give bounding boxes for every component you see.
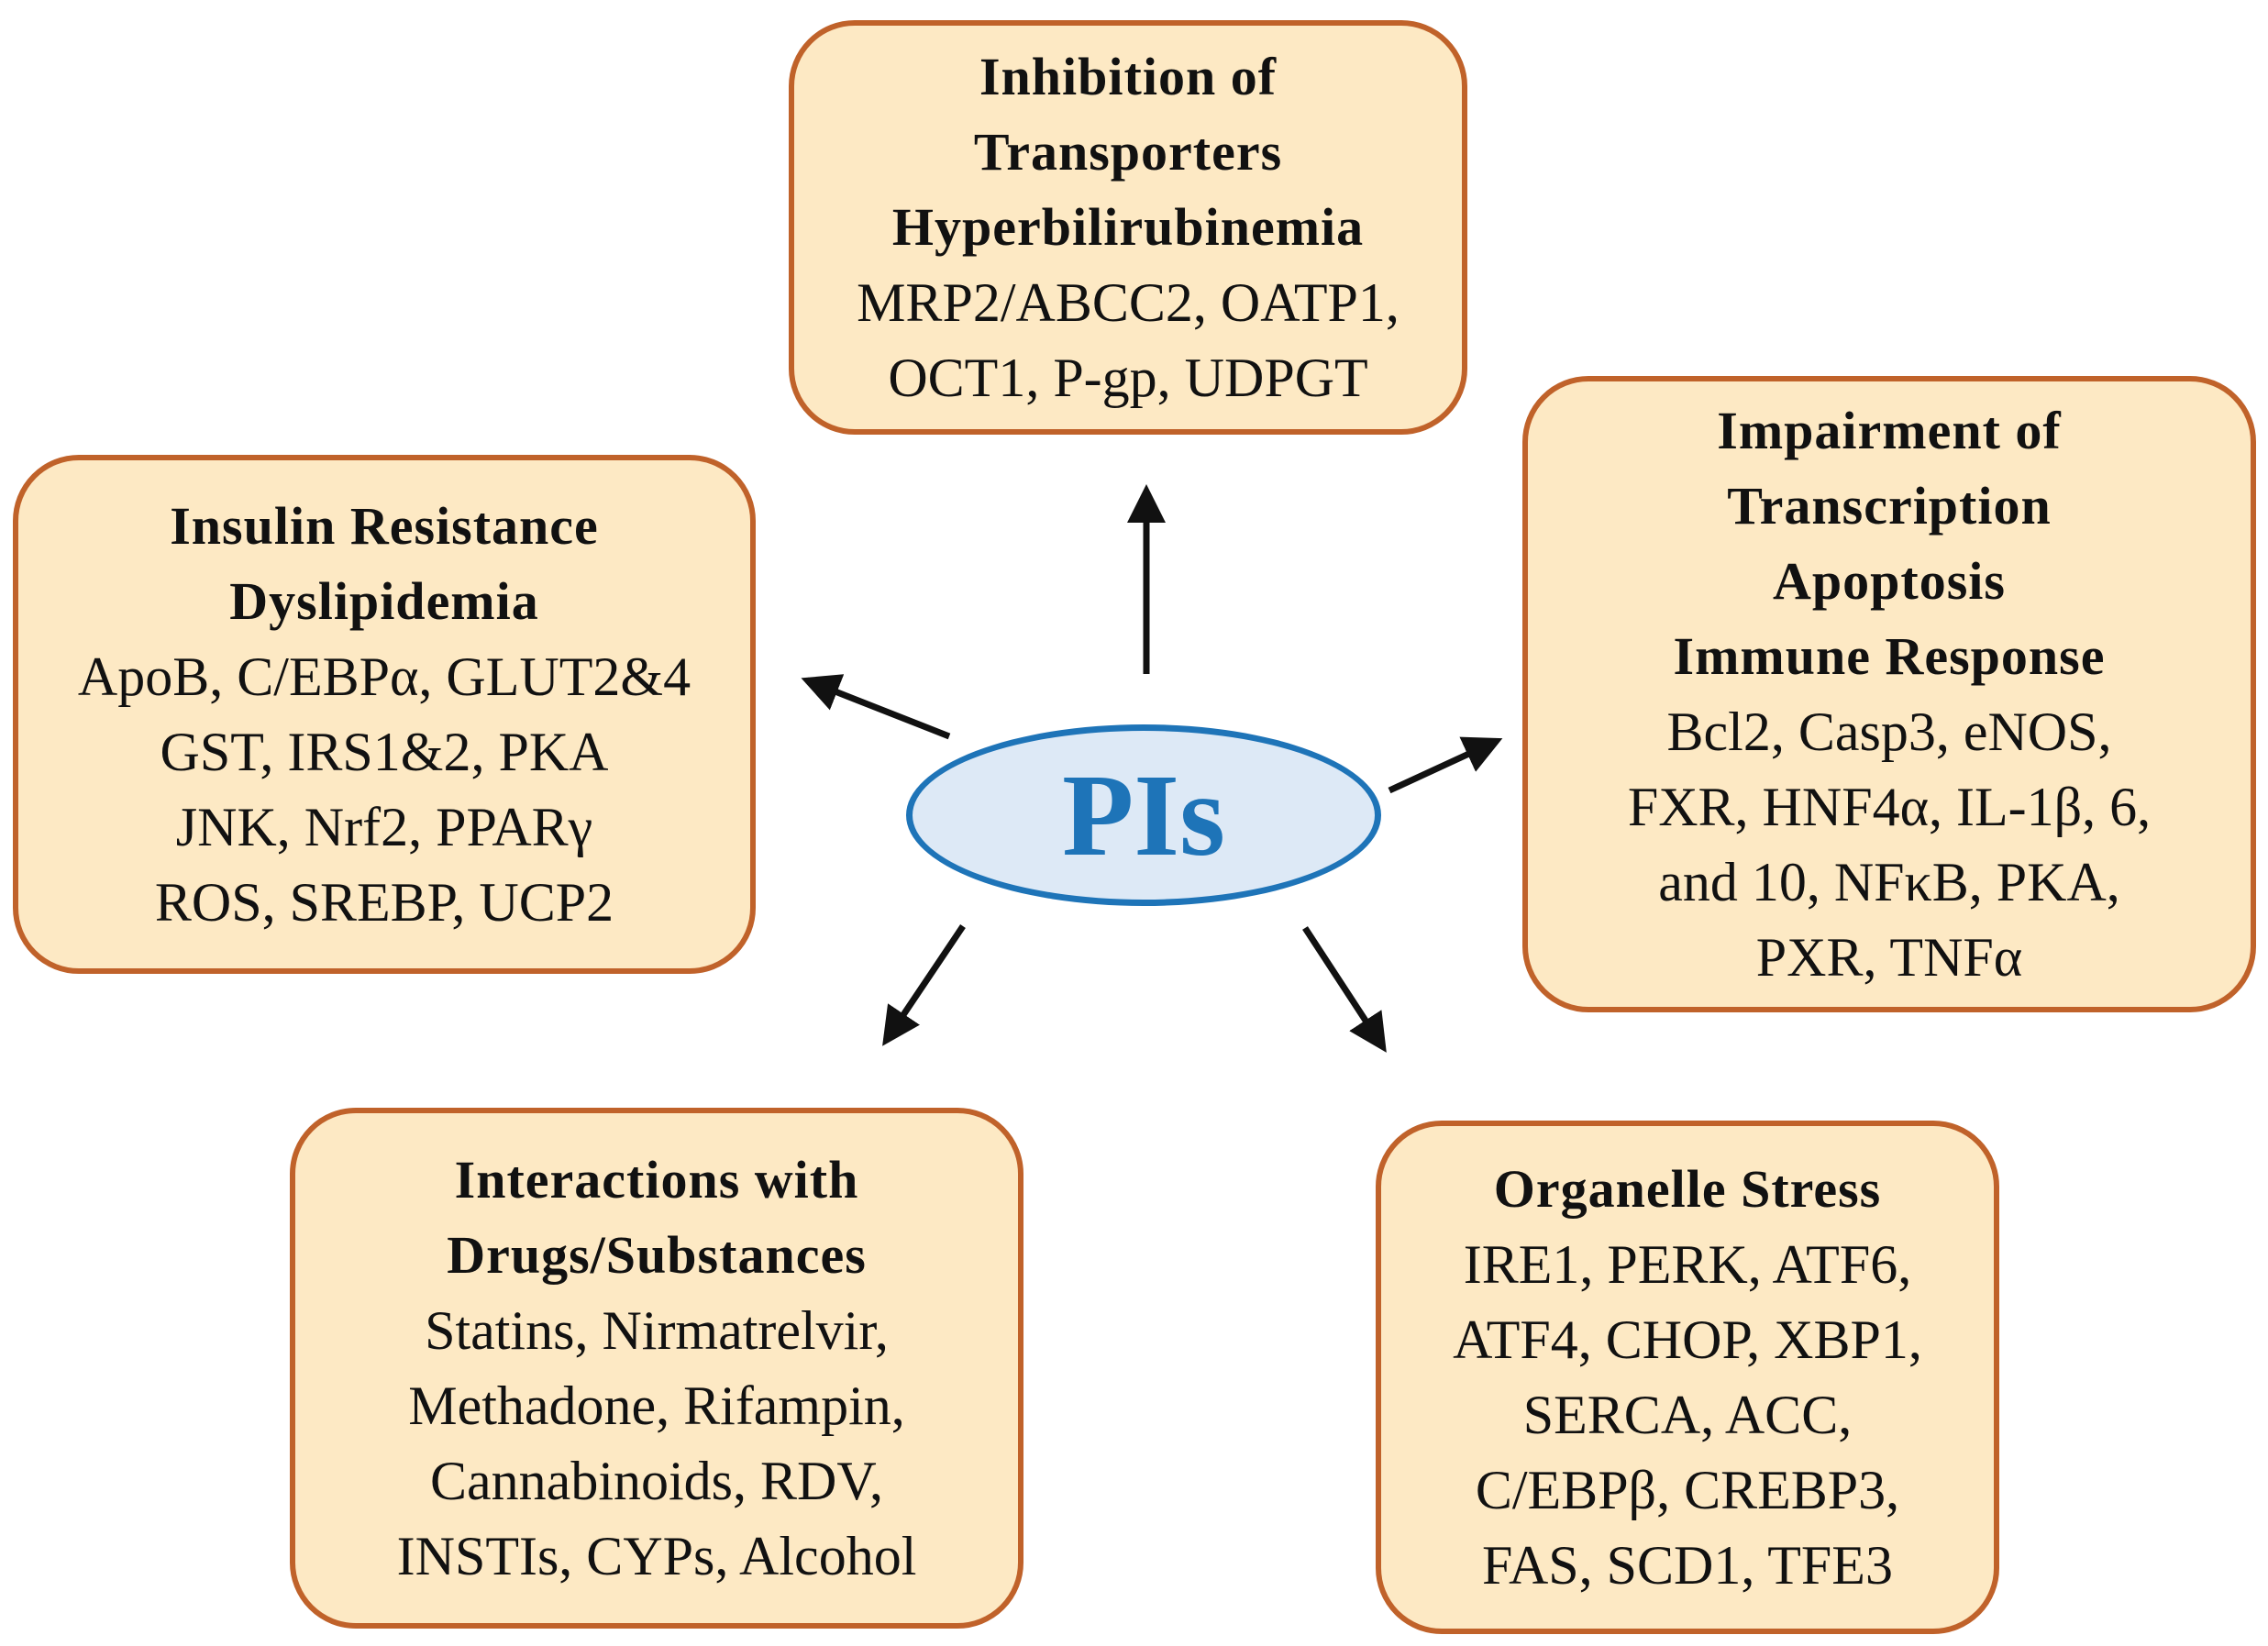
box-title: Interactions with [454,1150,859,1210]
box-title: Transporters [973,122,1283,182]
box-title: Transcription [1727,476,2052,536]
box-item: C/EBPβ, CREBP3, [1475,1460,1900,1520]
box-title: Apoptosis [1773,551,2006,611]
arrow-to-right [1388,736,1503,794]
arrow-to-bottom-left [882,924,966,1046]
box-item: OCT1, P-gp, UDPGT [888,348,1368,408]
box-item: ApoB, C/EBPα, GLUT2&4 [77,646,691,707]
arrow-to-bottom-right [1302,926,1387,1053]
box-organelle-stress: Organelle Stress IRE1, PERK, ATF6, ATF4,… [1376,1121,1999,1634]
box-item: SERCA, ACC, [1522,1385,1853,1445]
box-transporters: Inhibition of Transporters Hyperbilirubi… [789,20,1467,435]
box-item: FXR, HNF4α, IL-1β, 6, [1627,777,2152,837]
box-item: Bcl2, Casp3, eNOS, [1666,701,2112,762]
box-item: PXR, TNFα [1755,927,2023,988]
box-item: and 10, NFκB, PKA, [1658,852,2120,912]
arrow-to-left [801,674,951,740]
hub-label: PIs [1062,750,1225,880]
box-title: Impairment of [1717,401,2062,460]
box-title: Dyslipidemia [229,571,539,631]
box-item: GST, IRS1&2, PKA [160,722,609,782]
box-item: IRE1, PERK, ATF6, [1463,1234,1912,1295]
box-title: Inhibition of [979,47,1278,106]
box-insulin-resistance: Insulin Resistance Dyslipidemia ApoB, C/… [13,455,756,974]
box-item: INSTIs, CYPs, Alcohol [396,1526,917,1586]
box-item: ATF4, CHOP, XBP1, [1453,1309,1922,1370]
box-item: Cannabinoids, RDV, [430,1451,883,1511]
box-title: Insulin Resistance [170,496,599,556]
box-title: Organelle Stress [1493,1159,1882,1219]
box-item: Statins, Nirmatrelvir, [425,1300,889,1361]
box-item: FAS, SCD1, TFE3 [1482,1535,1893,1596]
box-title: Drugs/Substances [447,1225,867,1285]
box-item: ROS, SREBP, UCP2 [154,872,614,933]
box-title: Immune Response [1673,626,2106,686]
box-drug-interactions: Interactions with Drugs/Substances Stati… [290,1108,1023,1629]
box-transcription-impairment: Impairment of Transcription Apoptosis Im… [1522,376,2256,1012]
box-item: JNK, Nrf2, PPARγ [175,797,593,857]
box-item: MRP2/ABCC2, OATP1, [857,272,1400,333]
hub-ellipse: PIs [906,724,1381,906]
box-title: Hyperbilirubinemia [891,197,1365,257]
box-item: Methadone, Rifampin, [408,1375,905,1436]
